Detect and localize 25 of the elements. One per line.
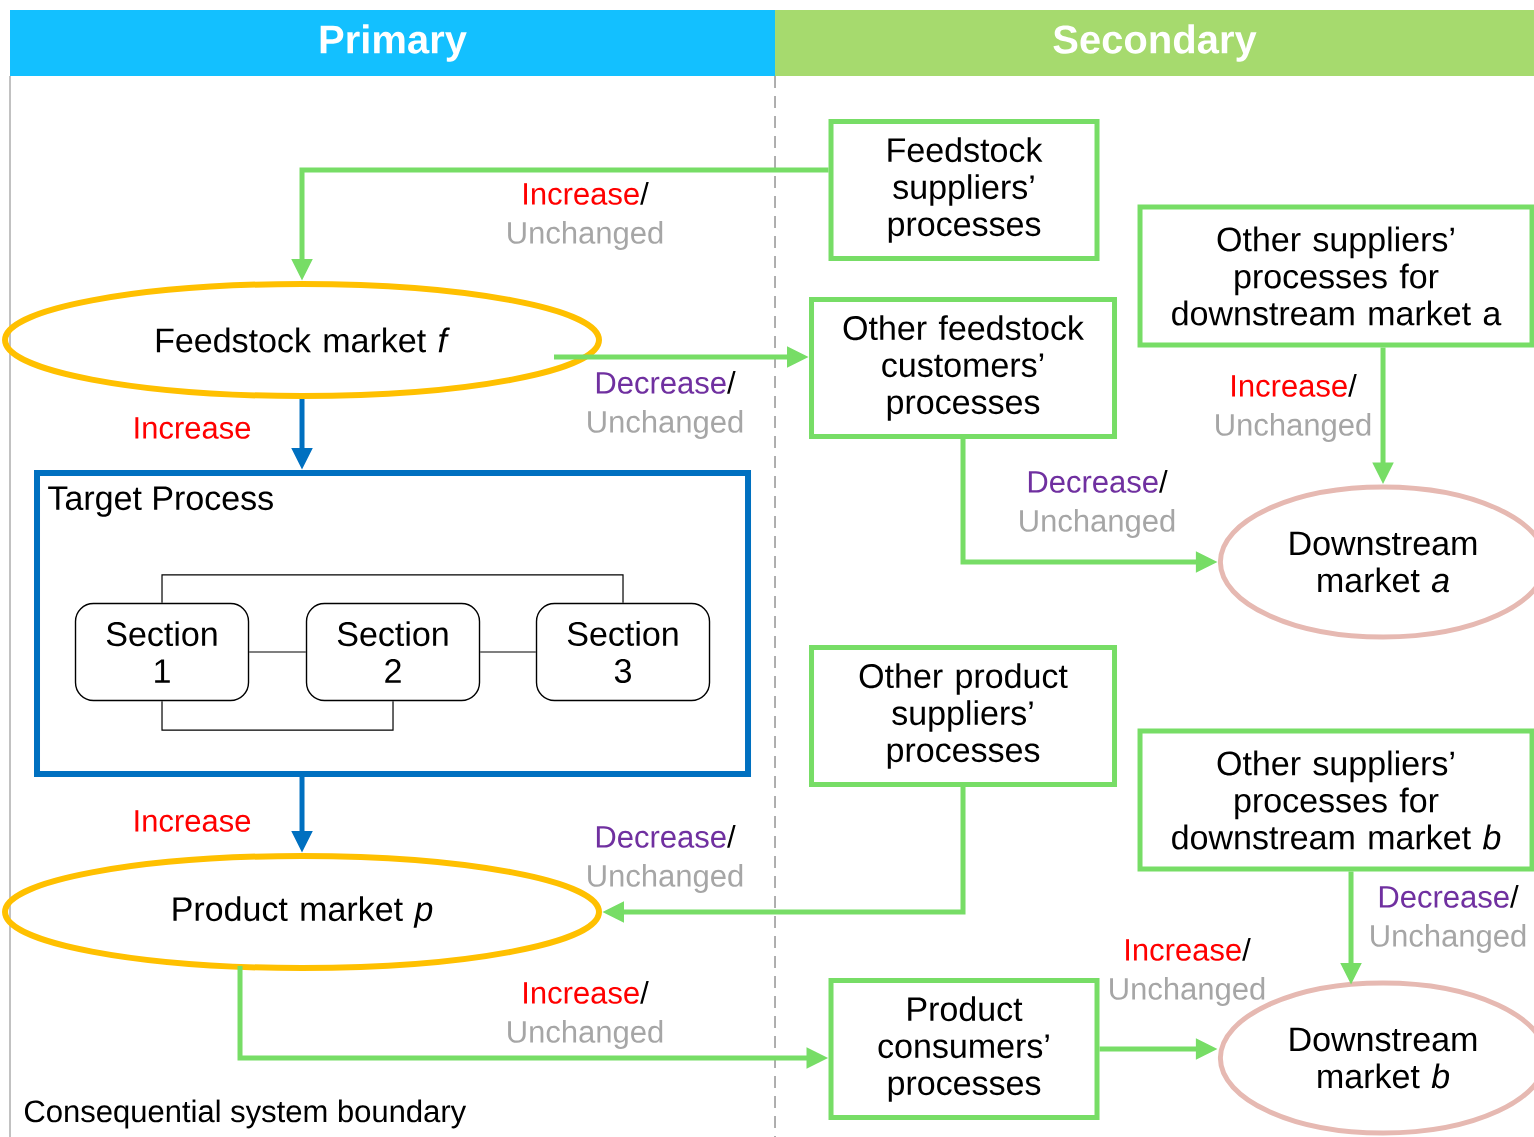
section-box: Section 1 — [74, 602, 250, 702]
edge-label: Decrease/ Unchanged — [1371, 885, 1526, 953]
edge-label: Increase/ Unchanged — [1110, 938, 1265, 1006]
connector-line — [161, 574, 624, 604]
section-box: Section 3 — [535, 602, 711, 702]
process-box: Product consumers’ processes — [828, 978, 1100, 1120]
connector-line — [248, 651, 307, 653]
edge-label: Increase — [135, 810, 251, 832]
edge-label: Increase/ Unchanged — [1216, 374, 1371, 442]
process-box: Other product suppliers’ processes — [809, 645, 1117, 787]
header-band: Primary — [10, 10, 775, 76]
section-box: Section 2 — [305, 602, 481, 702]
header-band: Secondary — [775, 10, 1534, 76]
connector-line — [479, 651, 537, 653]
process-box: Other suppliers’ processes for downstream market b — [1137, 728, 1534, 872]
process-box: Feedstock suppliers’ processes — [828, 119, 1100, 261]
edge-label: Increase — [135, 417, 251, 439]
connector-line — [161, 700, 394, 731]
edge-label: Increase/ Unchanged — [508, 981, 663, 1049]
edge-label: Increase/ Unchanged — [508, 182, 663, 250]
process-box: Other feedstock customers’ processes — [809, 297, 1117, 439]
edge-label: Decrease/ Unchanged — [588, 825, 743, 893]
process-box: Other suppliers’ processes for downstream market a — [1137, 204, 1534, 348]
edge-label: Decrease/ Unchanged — [1020, 470, 1175, 538]
boundary-label: Consequential system boundary — [25, 1099, 467, 1129]
